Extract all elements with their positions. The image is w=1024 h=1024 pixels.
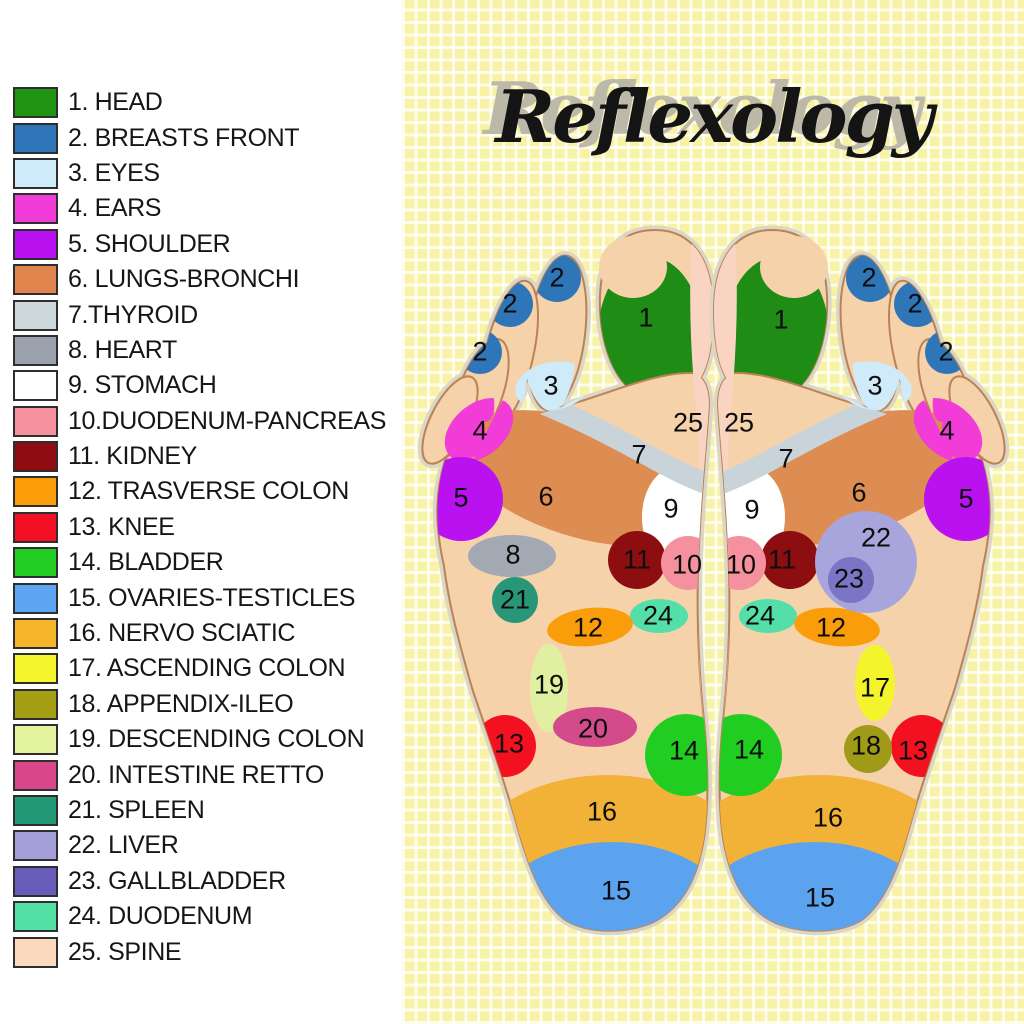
legend-item: 2. BREASTS FRONT: [13, 120, 401, 155]
legend-swatch: [13, 193, 58, 225]
legend-swatch: [13, 405, 58, 437]
legend: 1. HEAD 2. BREASTS FRONT 3. EYES 4. EARS 5. …: [13, 85, 401, 970]
legend-item: 22. LIVER: [13, 828, 401, 863]
legend-item: 9. STOMACH: [13, 368, 401, 403]
legend-swatch: [13, 299, 58, 331]
legend-swatch: [13, 618, 58, 650]
legend-label: 20. INTESTINE RETTO: [68, 760, 324, 789]
legend-item: 13. KNEE: [13, 510, 401, 545]
legend-swatch: [13, 936, 58, 968]
legend-item: 11. KIDNEY: [13, 439, 401, 474]
legend-swatch: [13, 511, 58, 543]
legend-item: 6. LUNGS-BRONCHI: [13, 262, 401, 297]
left-foot: [411, 230, 753, 990]
legend-label: 21. SPLEEN: [68, 796, 205, 824]
zone-appendix: [844, 725, 892, 773]
legend-label: 12. TRASVERSE COLON: [68, 477, 349, 506]
legend-item: 19. DESCENDING COLON: [13, 722, 401, 757]
legend-label: 2. BREASTS FRONT: [68, 123, 300, 152]
legend-label: 17. ASCENDING COLON: [68, 654, 346, 683]
legend-label: 9. STOMACH: [68, 371, 217, 400]
legend-label: 1. HEAD: [68, 88, 163, 117]
zone-descending-colon: [530, 644, 568, 732]
legend-swatch: [13, 441, 58, 473]
legend-swatch: [13, 228, 58, 260]
legend-item: 8. HEART: [13, 333, 401, 368]
legend-label: 10.DUODENUM-PANCREAS: [68, 406, 386, 435]
legend-swatch: [13, 795, 58, 826]
legend-swatch: [13, 582, 58, 614]
legend-item: 18. APPENDIX-ILEO: [13, 687, 401, 722]
legend-label: 16. NERVO SCIATIC: [68, 619, 296, 648]
legend-label: 25. SPINE: [68, 937, 182, 966]
legend-swatch: [13, 865, 58, 897]
legend-item: 3. EYES: [13, 156, 401, 191]
page-title: Reflexology: [495, 74, 933, 159]
legend-swatch: [13, 653, 58, 685]
legend-swatch: [13, 87, 58, 119]
legend-item: 21. SPLEEN: [13, 793, 401, 828]
left-foot-extra-zones: [468, 535, 637, 747]
legend-swatch: [13, 370, 58, 402]
legend-label: 23. GALLBLADDER: [68, 866, 286, 895]
legend-label: 11. KIDNEY: [68, 442, 197, 471]
legend-swatch: [13, 759, 58, 791]
legend-label: 15. OVARIES-TESTICLES: [68, 583, 356, 612]
legend-label: 24. DUODENUM: [68, 902, 253, 931]
legend-item: 16. NERVO SCIATIC: [13, 616, 401, 651]
legend-item: 10.DUODENUM-PANCREAS: [13, 404, 401, 439]
legend-item: 23. GALLBLADDER: [13, 864, 401, 899]
legend-item: 25. SPINE: [13, 934, 401, 969]
legend-swatch: [13, 476, 58, 508]
legend-item: 5. SHOULDER: [13, 227, 401, 262]
zone-heart: [468, 535, 556, 577]
zone-intestine-retto: [553, 707, 637, 747]
legend-swatch: [13, 830, 58, 862]
legend-label: 4. EARS: [68, 194, 162, 223]
zone-spleen: [492, 577, 538, 623]
legend-label: 19. DESCENDING COLON: [68, 725, 365, 754]
legend-swatch: [13, 724, 58, 756]
legend-item: 1. HEAD: [13, 85, 401, 120]
legend-panel: [0, 0, 402, 1024]
legend-item: 17. ASCENDING COLON: [13, 651, 401, 686]
legend-item: 14. BLADDER: [13, 545, 401, 580]
legend-swatch: [13, 122, 58, 154]
right-foot-extra-zones: [815, 511, 917, 773]
legend-label: 13. KNEE: [68, 512, 175, 541]
zone-ascending-colon: [855, 645, 895, 721]
right-foot: [674, 230, 1016, 990]
legend-label: 3. EYES: [68, 158, 160, 187]
legend-item: 20. INTESTINE RETTO: [13, 757, 401, 792]
legend-label: 18. APPENDIX-ILEO: [68, 689, 294, 718]
legend-item: 12. TRASVERSE COLON: [13, 474, 401, 509]
zone-liver: [815, 511, 917, 613]
legend-item: 24. DUODENUM: [13, 899, 401, 934]
legend-swatch: [13, 688, 58, 720]
legend-label: 22. LIVER: [68, 831, 179, 860]
legend-item: 4. EARS: [13, 191, 401, 226]
legend-item: 15. OVARIES-TESTICLES: [13, 580, 401, 615]
legend-swatch: [13, 334, 58, 366]
legend-label: 7.THYROID: [68, 300, 198, 329]
legend-swatch: [13, 901, 58, 933]
legend-label: 5. SHOULDER: [68, 229, 231, 258]
legend-label: 6. LUNGS-BRONCHI: [68, 265, 300, 294]
legend-swatch: [13, 264, 58, 296]
zone-gallbladder: [828, 557, 874, 603]
legend-swatch: [13, 157, 58, 189]
legend-item: 7.THYROID: [13, 297, 401, 332]
legend-label: 14. BLADDER: [68, 548, 224, 577]
legend-swatch: [13, 547, 58, 579]
legend-label: 8. HEART: [68, 335, 177, 364]
